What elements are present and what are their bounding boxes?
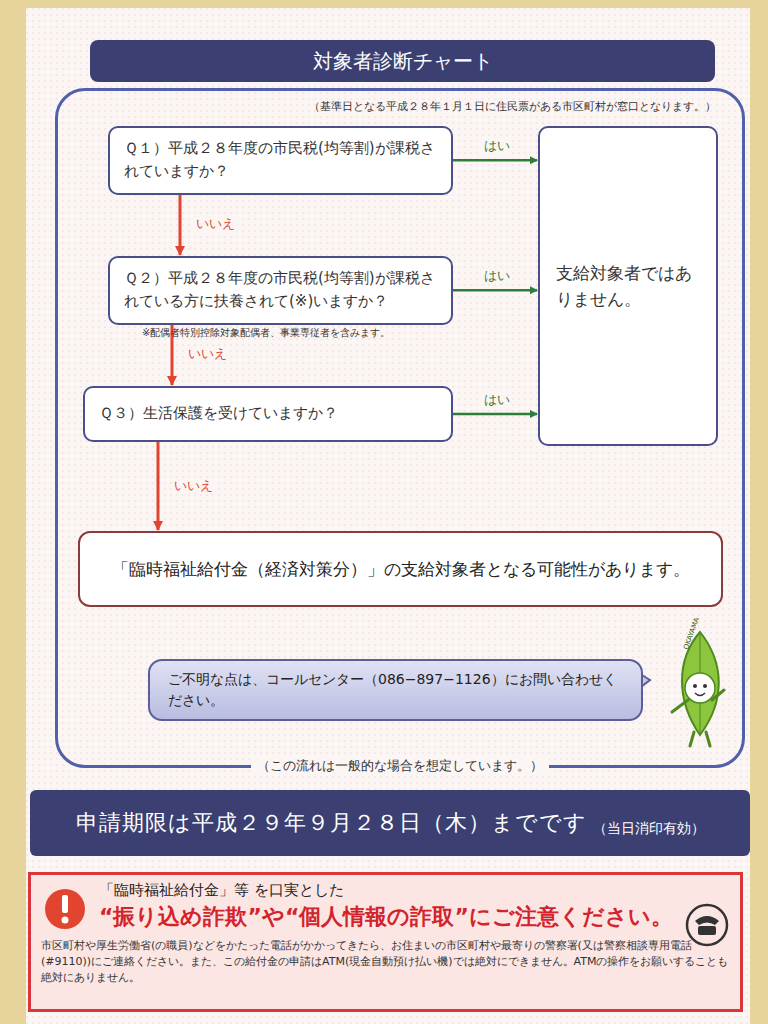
node-subtext: “振り込め詐欺”や“個人情報の詐取”にご注意ください。 xyxy=(99,902,674,932)
node-text: 「臨時福祉給付金」等 を口実とした xyxy=(99,881,730,900)
yes-arrow xyxy=(453,413,537,416)
result-box: 「臨時福祉給付金（経済対策分）」の支給対象者となる可能性があります。 xyxy=(78,531,723,607)
paper-texture xyxy=(26,8,750,1024)
node-subtext: 市区町村や厚生労働省(の職員)などをかたった電話がかかってきたら、お住まいの市区… xyxy=(41,938,730,986)
node-text: 支給対象者ではありません。 xyxy=(556,260,700,313)
edge-label: はい xyxy=(482,268,512,284)
node-text: 対象者診断チャート xyxy=(313,48,493,75)
edge-label: はい xyxy=(482,138,512,154)
node-text: 「臨時福祉給付金（経済対策分）」の支給対象者となる可能性があります。 xyxy=(112,558,690,581)
warning-box: 「臨時福祉給付金」等 を口実とした “振り込め詐欺”や“個人情報の詐取”にご注意く… xyxy=(28,872,743,1012)
node-text: Ｑ３）生活保護を受けていますか？ xyxy=(99,402,338,425)
node-text: 申請期限は平成２９年９月２８日（木）までです xyxy=(76,808,587,838)
yes-arrow xyxy=(453,289,537,292)
node-subtext: （当日消印有効） xyxy=(593,820,705,838)
footnote: ※配偶者特別控除対象配偶者、事業専従者を含みます。 xyxy=(142,326,390,340)
no-arrow xyxy=(179,195,182,256)
node-text: ご不明な点は、コールセンター（086−897−1126）にお問い合わせください。 xyxy=(168,669,623,711)
edge-label: はい xyxy=(482,392,512,408)
deadline-band: 申請期限は平成２９年９月２８日（木）までです （当日消印有効） xyxy=(30,790,750,856)
edge-label: いいえ xyxy=(172,478,215,494)
edge-label: いいえ xyxy=(186,346,229,362)
mascot xyxy=(672,632,724,746)
chart-frame: （基準日となる平成２８年１月１日に住民票がある市区町村が窓口となります。）（この… xyxy=(55,88,745,768)
edge-label: いいえ xyxy=(194,216,237,232)
question-box: Ｑ２）平成２８年度の市民税(均等割)が課税されている方に扶養されて(※)いますか… xyxy=(108,256,453,325)
yes-arrow xyxy=(453,159,537,162)
title-band: 対象者診断チャート xyxy=(90,40,715,82)
question-box: Ｑ１）平成２８年度の市民税(均等割)が課税されていますか？ xyxy=(108,126,453,195)
no-arrow xyxy=(157,442,160,530)
node-text: Ｑ２）平成２８年度の市民税(均等割)が課税されている方に扶養されて(※)いますか… xyxy=(124,267,437,314)
mascot-text: OKAYAMA xyxy=(682,616,701,650)
node-text: Ｑ１）平成２８年度の市民税(均等割)が課税されていますか？ xyxy=(124,137,437,184)
speech-bubble: ご不明な点は、コールセンター（086−897−1126）にお問い合わせください。 xyxy=(148,659,643,721)
result-box: 支給対象者ではありません。 xyxy=(538,126,718,446)
question-box: Ｑ３）生活保護を受けていますか？ xyxy=(83,386,453,442)
node-subtext: （この流れは一般的な場合を想定しています。） xyxy=(251,757,549,775)
node-text: （基準日となる平成２８年１月１日に住民票がある市区町村が窓口となります。） xyxy=(309,99,716,114)
